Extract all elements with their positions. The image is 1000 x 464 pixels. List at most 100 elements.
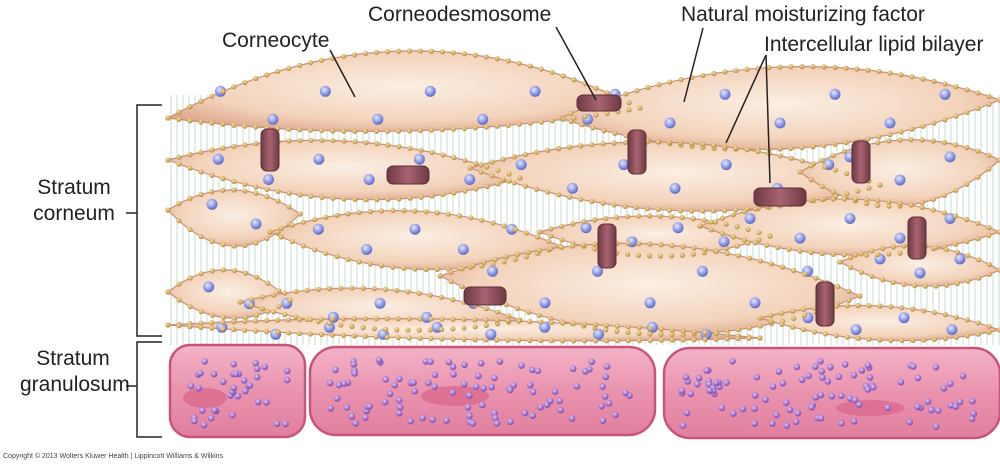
lipid-bead <box>622 203 628 210</box>
lipid-bead <box>788 64 794 70</box>
lipid-bead <box>248 296 254 302</box>
lipid-bead <box>165 157 171 163</box>
lipid-bead <box>844 303 850 309</box>
lipid-bead <box>601 128 607 134</box>
lipid-bead <box>259 306 265 312</box>
lipid-bead <box>220 267 227 273</box>
granule <box>528 366 536 374</box>
lipid-bead <box>791 267 797 274</box>
granule <box>679 422 687 429</box>
granule <box>858 367 866 374</box>
lipid-bead <box>481 259 487 265</box>
lipid-bead <box>546 238 552 244</box>
lipid-bead <box>544 147 551 153</box>
lipid-bead <box>790 308 796 314</box>
granule <box>775 368 783 375</box>
granule <box>431 371 439 379</box>
lipid-bead <box>506 171 512 177</box>
lipid-bead <box>997 229 1000 235</box>
lipid-bead <box>855 302 861 309</box>
lipid-bead <box>636 324 643 331</box>
lipid-bead <box>198 324 204 331</box>
lipid-bead <box>275 188 281 195</box>
lipid-bead <box>384 128 391 134</box>
granule <box>897 378 905 386</box>
granule <box>391 381 398 389</box>
leader-lines <box>329 26 771 184</box>
lipid-bead <box>187 303 193 310</box>
lipid-bead <box>719 230 725 237</box>
lipid-bead <box>319 57 325 63</box>
lipid-bead <box>942 312 949 318</box>
lipid-bead <box>492 256 498 263</box>
lipid-bead <box>209 325 215 331</box>
lipid-bead <box>635 213 642 219</box>
lipid-bead <box>746 255 753 261</box>
lipid-bead <box>964 333 970 339</box>
granule <box>529 412 536 419</box>
lipid-bead <box>439 316 445 322</box>
lipid-bead <box>371 286 377 292</box>
lipid-bead <box>775 244 781 251</box>
lipid-bead <box>557 115 563 121</box>
lipid-bead <box>264 235 270 242</box>
lipid-bead <box>264 317 270 324</box>
corneodesmosome <box>627 129 647 175</box>
granule <box>253 373 261 381</box>
lipid-bead <box>297 211 303 217</box>
lipid-bead <box>986 166 992 172</box>
lipid-bead <box>242 181 248 188</box>
lipid-bead <box>808 249 814 256</box>
lipid-leader-2 <box>765 54 771 184</box>
lipid-bead <box>209 238 215 245</box>
lipid-bead <box>278 225 284 231</box>
lipid-bead <box>581 219 587 225</box>
granule <box>191 417 198 425</box>
granule <box>866 374 874 381</box>
lipid-bead <box>811 329 818 335</box>
lipid-bead <box>209 312 215 318</box>
granule <box>808 403 815 411</box>
lipid-bead <box>886 199 892 205</box>
lipid-bead <box>931 78 937 84</box>
granule <box>546 397 554 405</box>
corneodesmosome <box>463 286 507 306</box>
lipid-bead <box>690 251 696 257</box>
lipid-bead <box>841 148 848 154</box>
nmf-dot <box>774 117 786 129</box>
lipid-bead <box>198 309 204 315</box>
lipid-bead <box>764 242 770 248</box>
lipid-bead <box>516 121 522 127</box>
lipid-bead <box>887 70 893 76</box>
lipid-bead <box>571 77 577 83</box>
lipid-bead <box>470 262 476 268</box>
lipid-bead <box>953 113 959 119</box>
lipid-bead <box>603 215 609 222</box>
lipid-bead <box>231 122 237 128</box>
granule <box>706 387 713 394</box>
granule <box>425 379 432 387</box>
lipid-bead <box>412 208 418 214</box>
nmf-dot <box>515 159 527 171</box>
granule <box>864 386 872 393</box>
granule <box>252 359 259 367</box>
granule <box>427 358 434 366</box>
lipid-bead <box>755 148 761 155</box>
lipid-bead <box>788 155 794 161</box>
lipid-bead <box>352 196 358 203</box>
granule <box>201 358 208 365</box>
granule <box>464 403 472 411</box>
granule <box>478 401 486 409</box>
lipid-bead <box>975 174 981 180</box>
lipid-bead <box>722 143 728 150</box>
nmf-dot <box>539 321 551 333</box>
granule <box>712 379 720 386</box>
lipid-bead <box>756 237 762 243</box>
lipid-bead <box>701 217 707 223</box>
nmf-dot <box>944 151 956 163</box>
nmf-dot <box>593 328 605 340</box>
lipid-bead <box>439 336 445 342</box>
granule <box>534 367 542 375</box>
lipid-bead <box>231 84 237 90</box>
lipid-bead <box>808 177 814 183</box>
